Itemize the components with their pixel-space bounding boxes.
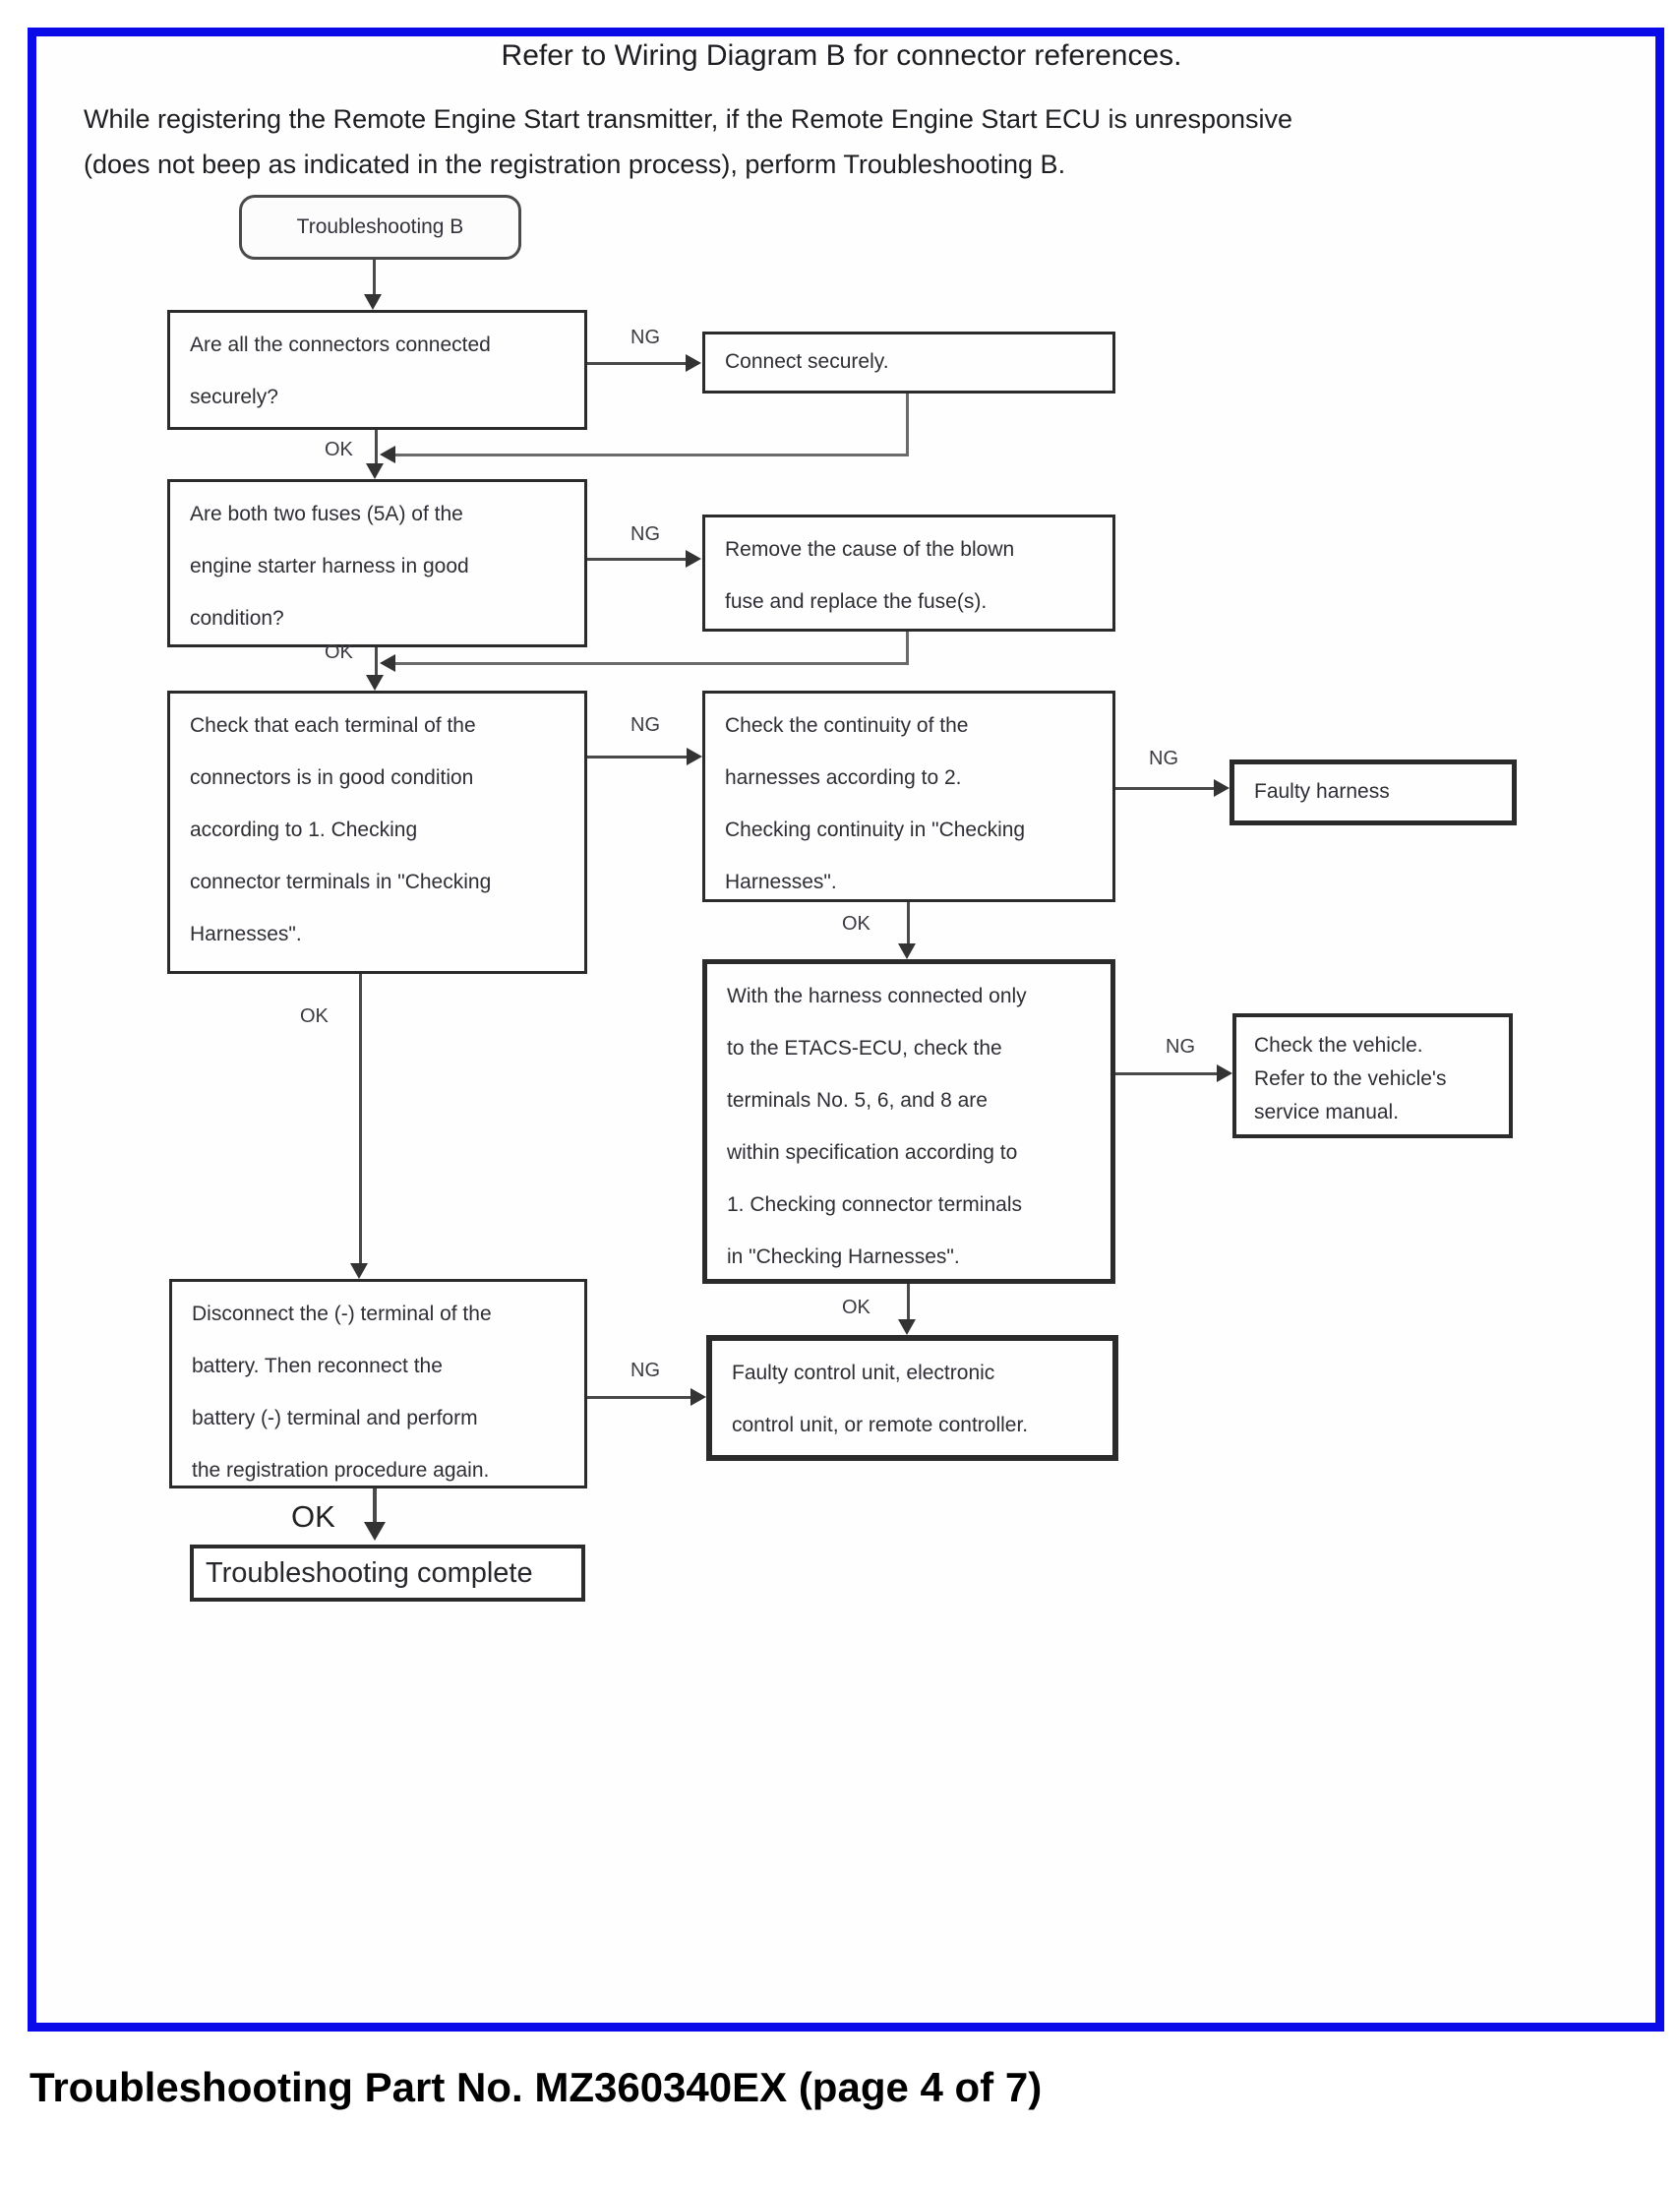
ng-label-3: NG [630, 714, 660, 736]
ng-label-5: NG [1166, 1036, 1195, 1058]
arrow-right [690, 1388, 706, 1406]
ok-label-final: OK [291, 1499, 335, 1534]
footer-caption: Troubleshooting Part No. MZ360340EX (pag… [30, 2064, 1043, 2110]
ok-label-1: OK [325, 439, 353, 460]
flow-line-return2-down [906, 632, 909, 664]
flow-line-ok-long [359, 974, 362, 1263]
ng-label-6: NG [630, 1360, 660, 1381]
arrow-down [366, 675, 384, 691]
arrow-right [1217, 1064, 1232, 1082]
arrow-left [380, 446, 395, 463]
node-connectors-question: Are all the connectors connected securel… [167, 310, 587, 430]
node-continuity-check: Check the continuity of the harnesses ac… [702, 691, 1115, 902]
ok-label-3: OK [300, 1005, 329, 1027]
node-check-vehicle: Check the vehicle. Refer to the vehicle'… [1232, 1013, 1513, 1138]
flow-line-ok-final [373, 1488, 377, 1523]
intro-text: While registering the Remote Engine Star… [84, 104, 1293, 179]
flow-line-ng2 [587, 558, 686, 561]
arrow-right [686, 354, 701, 372]
node-remove-blown-fuse: Remove the cause of the blown fuse and r… [702, 515, 1115, 632]
arrow-right [686, 550, 701, 568]
node-connect-securely: Connect securely. [702, 332, 1115, 394]
flow-line-ok1-down [375, 430, 378, 463]
arrow-left [380, 654, 395, 672]
flow-line-ng6 [587, 1396, 690, 1399]
flow-line-return1-down [906, 394, 909, 455]
node-battery-reset: Disconnect the (-) terminal of the batte… [169, 1279, 587, 1488]
node-start: Troubleshooting B [239, 195, 521, 260]
ok-label-2: OK [325, 641, 353, 663]
arrow-down [898, 943, 916, 959]
node-faulty-control-unit: Faulty control unit, electronic control … [706, 1335, 1118, 1461]
flow-line-start-down [373, 260, 376, 296]
node-fuses-question: Are both two fuses (5A) of the engine st… [167, 479, 587, 647]
ng-label-1: NG [630, 327, 660, 348]
node-faulty-harness: Faulty harness [1230, 759, 1517, 825]
flow-line-ng4 [1115, 787, 1214, 790]
node-etacs-check: With the harness connected only to the E… [702, 959, 1115, 1284]
arrow-down [350, 1263, 368, 1279]
flow-line-ok-mid2 [907, 1284, 910, 1319]
arrow-right [687, 748, 702, 765]
page-title: Refer to Wiring Diagram B for connector … [501, 39, 1182, 72]
ok-label-mid1: OK [842, 913, 870, 935]
flow-line-return1-left [395, 454, 909, 456]
flow-line-ok2-down [375, 647, 378, 675]
arrow-down [364, 294, 382, 310]
node-troubleshooting-complete: Troubleshooting complete [190, 1545, 585, 1602]
arrow-down [366, 463, 384, 479]
flow-line-ng5 [1115, 1072, 1217, 1075]
arrow-right [1214, 779, 1230, 797]
flow-line-return2-left [395, 662, 909, 665]
ng-label-4: NG [1149, 748, 1178, 769]
ok-label-mid2: OK [842, 1297, 870, 1318]
ng-label-2: NG [630, 523, 660, 545]
node-terminal-check: Check that each terminal of the connecto… [167, 691, 587, 974]
flow-line-ng3 [587, 756, 687, 759]
arrow-down [898, 1319, 916, 1335]
flow-line-ok-mid1 [907, 902, 910, 943]
flow-line-ng1 [587, 362, 686, 365]
arrow-down [364, 1522, 386, 1541]
